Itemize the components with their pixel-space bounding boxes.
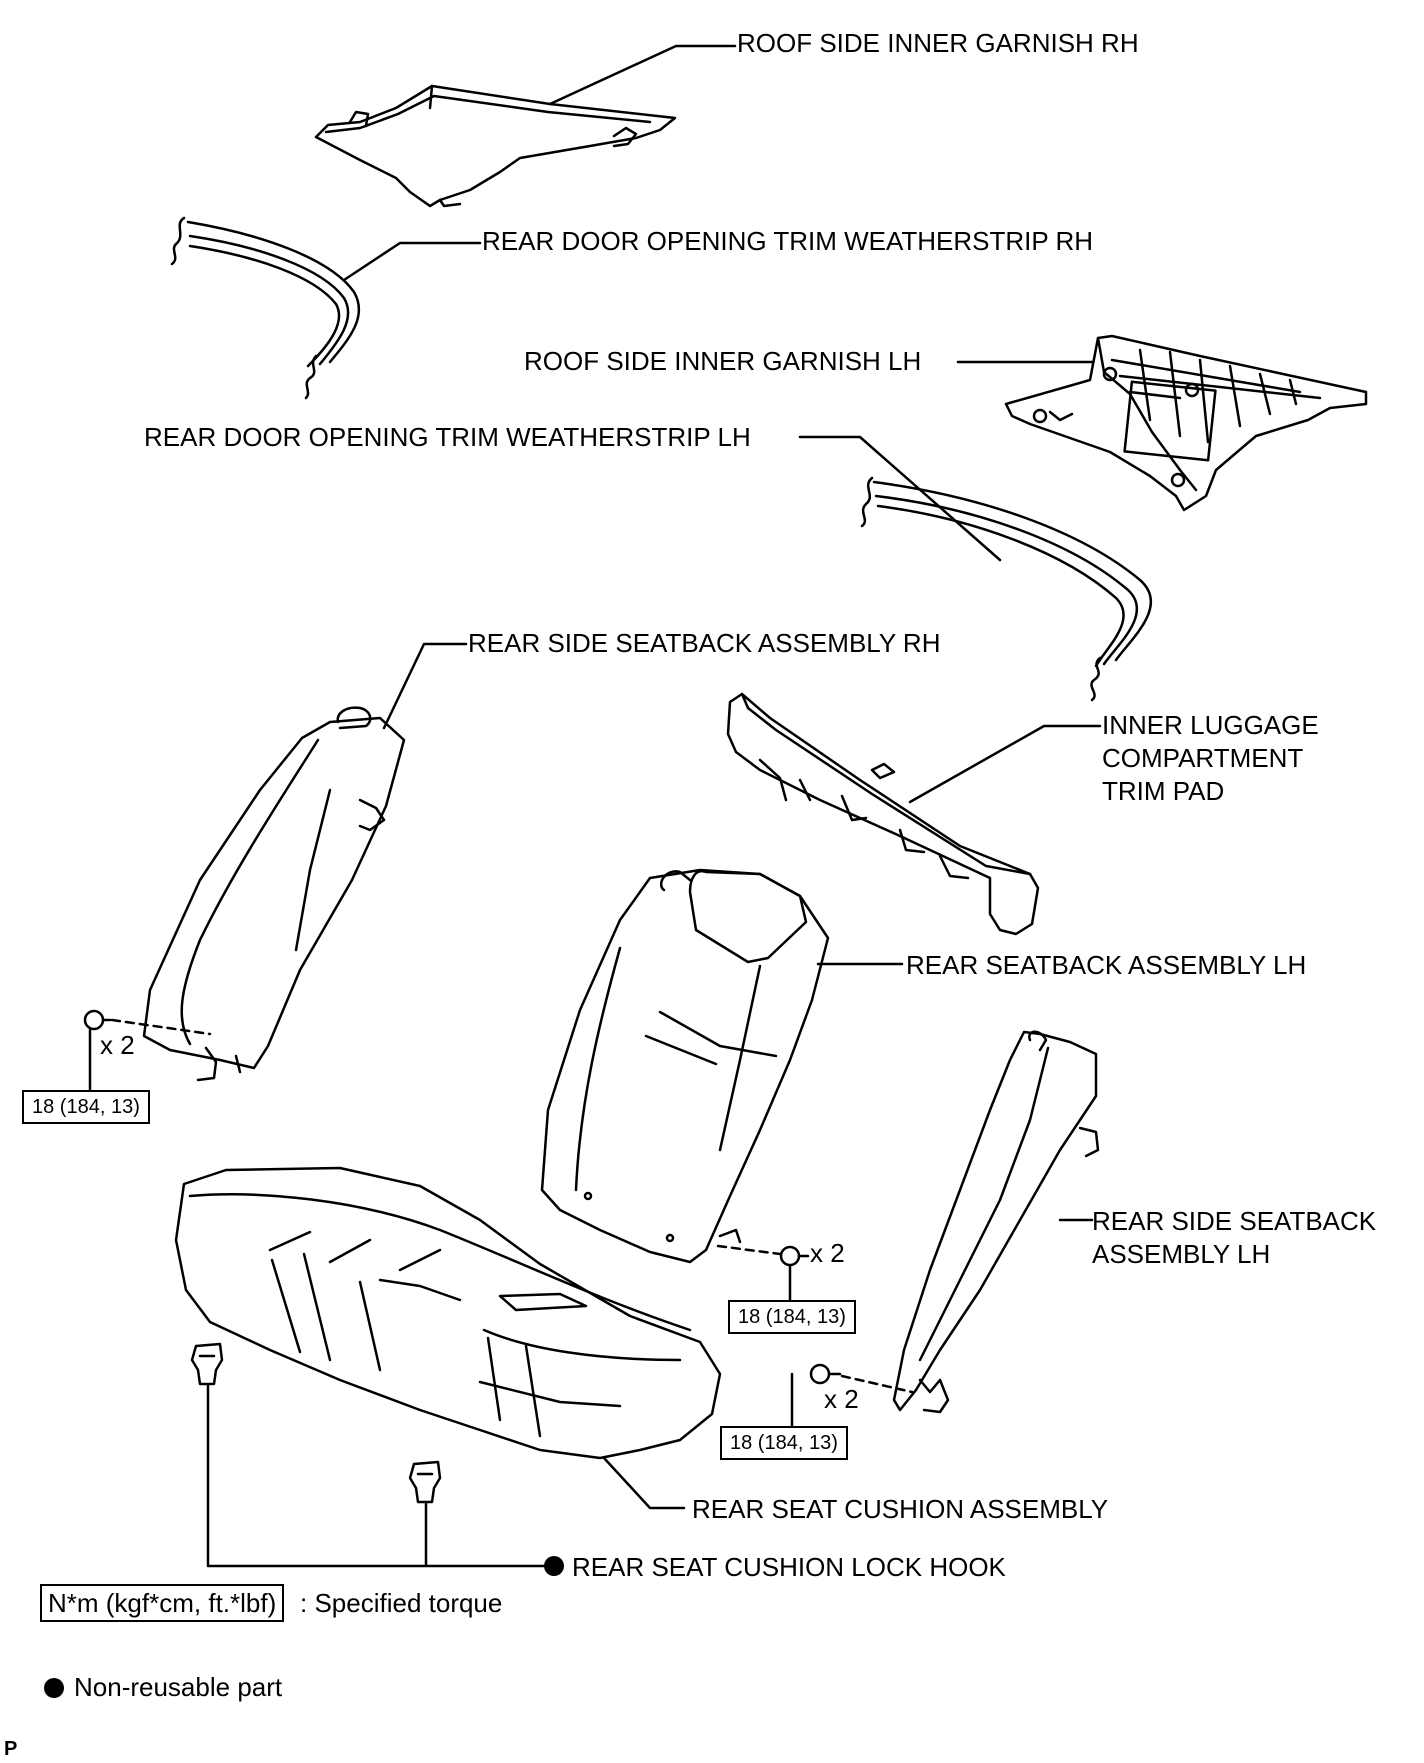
legend-non-reusable-dot-icon xyxy=(44,1678,64,1698)
label-side-seatback-lh-line2: ASSEMBLY LH xyxy=(1092,1239,1271,1269)
leader-luggage-pad xyxy=(908,724,1102,804)
leader-cushion xyxy=(602,1456,686,1510)
leader-weatherstrip-lh xyxy=(798,435,1002,562)
label-weatherstrip-lh: REAR DOOR OPENING TRIM WEATHERSTRIP LH xyxy=(144,422,751,452)
lock-hook-left xyxy=(190,1342,224,1386)
label-weatherstrip-rh: REAR DOOR OPENING TRIM WEATHERSTRIP RH xyxy=(482,226,1094,256)
weatherstrip-rh-part xyxy=(170,216,361,400)
torque-box-rh-side: 18 (184, 13) xyxy=(22,1090,150,1124)
non-reusable-dot-icon xyxy=(544,1556,564,1576)
label-seatback-lh: REAR SEATBACK ASSEMBLY LH xyxy=(906,950,1307,980)
qty-lh-side: x 2 xyxy=(824,1384,859,1414)
torque-box-seatback: 18 (184, 13) xyxy=(728,1300,856,1334)
leader-lock-hook xyxy=(206,1384,548,1568)
legend-torque-desc: : Specified torque xyxy=(300,1588,503,1618)
label-luggage-pad-line1: INNER LUGGAGE xyxy=(1102,710,1319,740)
seatback-lh-part xyxy=(540,868,830,1264)
bolt-seatback xyxy=(716,1244,810,1267)
bolt-lh-side xyxy=(809,1363,914,1394)
label-roof-garnish-rh: ROOF SIDE INNER GARNISH RH xyxy=(737,28,1139,58)
qty-seatback: x 2 xyxy=(810,1238,845,1268)
label-luggage-pad-line2: COMPARTMENT xyxy=(1102,743,1304,773)
corner-mark: P xyxy=(4,1738,18,1760)
qty-rh-side: x 2 xyxy=(100,1030,135,1060)
leader-weatherstrip-rh xyxy=(342,241,482,282)
legend-torque-unit: N*m (kgf*cm, ft.*lbf) xyxy=(40,1584,285,1622)
label-side-seatback-rh: REAR SIDE SEATBACK ASSEMBLY RH xyxy=(468,628,941,658)
roof-garnish-rh-part xyxy=(314,84,677,208)
lock-hook-right xyxy=(408,1460,442,1504)
label-luggage-pad-line3: TRIM PAD xyxy=(1102,776,1225,806)
label-lock-hook: REAR SEAT CUSHION LOCK HOOK xyxy=(572,1552,1006,1582)
luggage-trim-pad-part xyxy=(726,692,1040,936)
side-seatback-lh-part xyxy=(892,1030,1100,1414)
bolt-rh-side xyxy=(83,1009,212,1036)
roof-garnish-lh-part xyxy=(1004,334,1368,512)
leader-roof-garnish-rh xyxy=(548,44,737,106)
label-side-seatback-lh-line1: REAR SIDE SEATBACK xyxy=(1092,1206,1377,1236)
label-roof-garnish-lh: ROOF SIDE INNER GARNISH LH xyxy=(524,346,922,376)
torque-box-lh-side: 18 (184, 13) xyxy=(720,1426,848,1460)
weatherstrip-lh-part xyxy=(860,476,1153,702)
legend-non-reusable: Non-reusable part xyxy=(74,1672,283,1702)
seat-cushion-part xyxy=(174,1166,722,1460)
side-seatback-rh-part xyxy=(142,706,406,1082)
leader-side-seatback-rh xyxy=(382,642,468,730)
label-cushion: REAR SEAT CUSHION ASSEMBLY xyxy=(692,1494,1109,1524)
